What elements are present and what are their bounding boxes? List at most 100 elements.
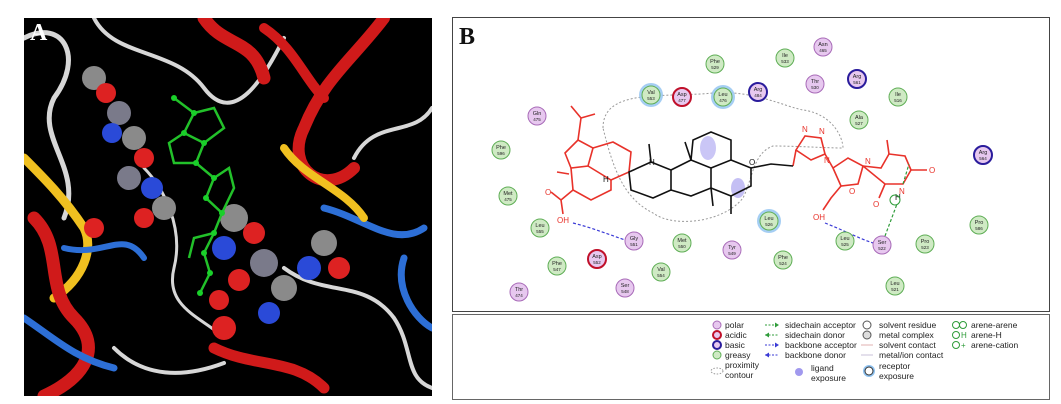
residue-disc <box>713 87 733 107</box>
atom-label: OH <box>813 213 825 222</box>
legend-label-solv-contact: solvent contact <box>879 340 936 350</box>
residue-disc <box>759 211 779 231</box>
legend-label-ligand-exposure: exposure <box>811 373 846 383</box>
panel-b-label: B <box>459 24 476 50</box>
residue-name: Asp <box>677 92 686 98</box>
residue-name: Ile <box>895 92 901 98</box>
atom-label: O <box>849 187 855 196</box>
residue-number: 561 <box>853 80 861 85</box>
residue-disc <box>547 256 567 276</box>
legend-swatch-basic <box>712 340 722 350</box>
legend-label-bb-don: backbone donor <box>785 350 846 360</box>
atom-label: N <box>865 157 871 166</box>
legend-arrowhead <box>775 322 779 328</box>
atom-label: O <box>873 200 879 209</box>
legend-label-sc-acc: sidechain acceptor <box>785 320 856 330</box>
legend-label-bb-acc: backbone acceptor <box>785 340 857 350</box>
residue-disc <box>705 54 725 74</box>
residue-number: 548 <box>621 289 629 294</box>
legend-label-solvent: solvent residue <box>879 320 936 330</box>
legend-label-areneH: arene-H <box>971 330 1002 340</box>
atom-label: OH <box>557 216 569 225</box>
legend-swatch-areneH <box>952 331 960 339</box>
legend-swatch-metal <box>862 330 872 340</box>
residue-name: Phe <box>552 261 562 267</box>
legend-label-acidic: acidic <box>725 330 747 340</box>
legend-label-proximity: contour <box>725 370 754 380</box>
interaction-diagram-panel: B <box>452 17 1050 312</box>
protein-ligand-render <box>19 11 436 403</box>
residue-disc <box>773 250 793 270</box>
atom-label: H <box>895 193 901 202</box>
legend-layer: polaracidicbasicgreasyproximitycontoursi… <box>710 320 1019 383</box>
residue-name: Gly <box>630 236 639 242</box>
legend-label-polar: polar <box>725 320 744 330</box>
legend-swatch-solvent <box>862 320 872 330</box>
residue-number: 554 <box>657 273 665 278</box>
legend-swatch-acidic <box>712 330 722 340</box>
legend-label-arene: arene-arene <box>971 320 1018 330</box>
ligand-exposure-2 <box>731 178 745 198</box>
residue-disc <box>888 87 908 107</box>
residue-number: 522 <box>878 246 886 251</box>
residue-number: 484 <box>754 93 762 98</box>
residue-name: Ser <box>878 240 887 246</box>
residue-number: 524 <box>779 261 787 266</box>
atom-label: N <box>802 125 808 134</box>
steroid-core <box>628 131 794 214</box>
residue-number: 550 <box>678 244 686 249</box>
residue-name: Leu <box>535 223 544 229</box>
legend-label-proximity: proximity <box>725 360 760 370</box>
residue-name: Leu <box>718 92 727 98</box>
atom-label: O <box>929 166 935 175</box>
residue-number: 465 <box>819 48 827 53</box>
legend-label-receptor-exposure: receptor <box>879 361 910 371</box>
residue-name: Pro <box>921 239 930 245</box>
hbond-thymine-arg <box>902 163 910 185</box>
residue-name: Leu <box>764 216 773 222</box>
legend-arrowhead <box>765 332 769 338</box>
residue-disc <box>885 276 905 296</box>
legend-swatch-polar <box>712 320 722 330</box>
legend-label-ligand-exposure: ligand <box>811 363 834 373</box>
residue-number: 476 <box>719 98 727 103</box>
residue-number: 529 <box>711 65 719 70</box>
residue-number: 564 <box>979 156 987 161</box>
residue-number: 555 <box>536 229 544 234</box>
residue-name: Leu <box>840 236 849 242</box>
residue-name: Val <box>647 90 655 96</box>
residue-name: Pro <box>975 220 984 226</box>
residue-disc <box>775 48 795 68</box>
residue-disc <box>498 186 518 206</box>
residue-disc <box>624 231 644 251</box>
residue-name: Gln <box>533 111 542 117</box>
legend-swatch-symbol: + <box>961 341 966 350</box>
legend-swatch-proximity <box>710 367 724 375</box>
legend-arrowhead <box>765 352 769 358</box>
proximity-contour <box>602 92 844 222</box>
legend-swatch-receptor-exposure <box>864 366 874 376</box>
residue-disc <box>651 262 671 282</box>
residue-number: 586 <box>975 226 983 231</box>
residue-disc <box>672 87 692 107</box>
residue-disc <box>973 145 993 165</box>
residue-disc <box>672 233 692 253</box>
residue-disc <box>813 37 833 57</box>
residue-name: Thr <box>811 79 819 85</box>
legend-swatch-arene-2 <box>959 321 967 329</box>
